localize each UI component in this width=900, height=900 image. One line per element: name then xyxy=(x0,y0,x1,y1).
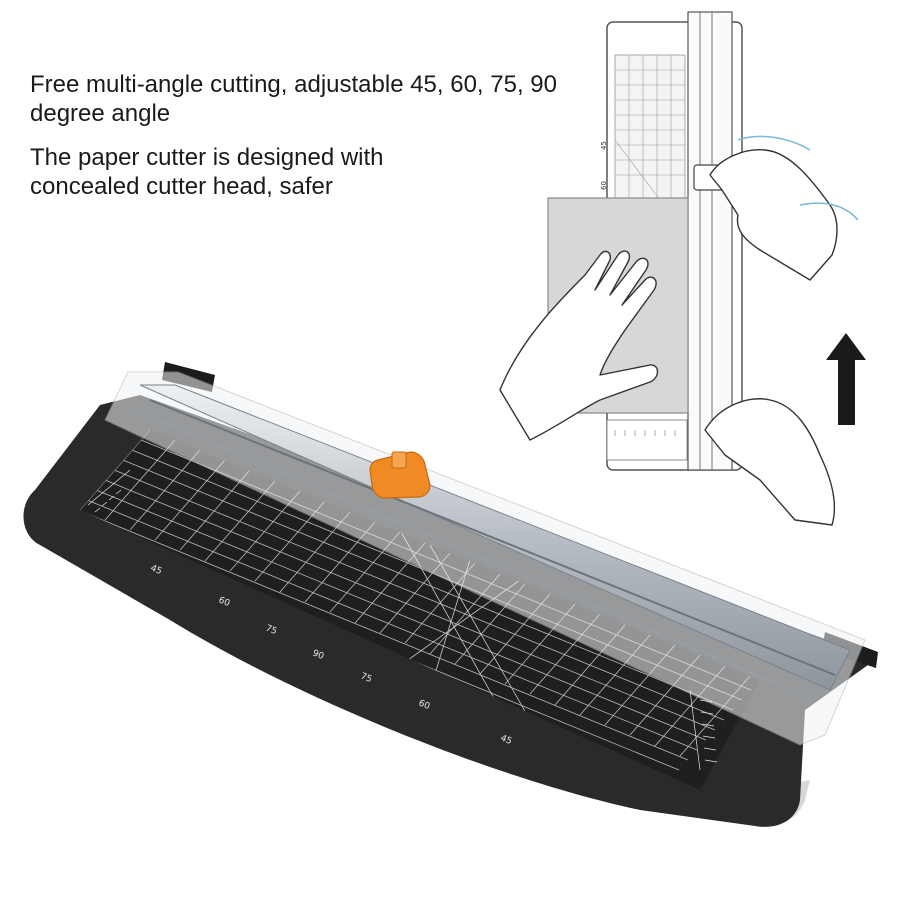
angle-label: 60 xyxy=(417,699,432,713)
inset-grid xyxy=(614,54,686,201)
angle-label: 75 xyxy=(359,672,373,686)
ruler-left xyxy=(87,469,131,513)
angle-label: 45 xyxy=(149,564,163,578)
inset-rail xyxy=(687,11,733,471)
angle-label: 60 xyxy=(217,596,232,610)
cutting-mat xyxy=(80,430,760,790)
usage-diagram: 45 60 xyxy=(499,11,866,526)
caption-angle: Free multi-angle cutting, adjustable 45,… xyxy=(30,71,557,127)
up-arrow-icon xyxy=(826,333,866,425)
hand-bottom-icon xyxy=(704,398,835,526)
caption-safety: The paper cutter is designed with concea… xyxy=(30,144,384,200)
angle-label: 90 xyxy=(311,649,326,663)
hand-left-icon xyxy=(499,250,659,441)
inset-angle-label: 60 xyxy=(600,181,608,190)
angle-label: 45 xyxy=(499,734,513,748)
angle-label: 75 xyxy=(264,624,278,638)
paper-cutter-icon: 45 60 75 90 75 60 45 xyxy=(23,362,878,827)
cutter-head-icon xyxy=(369,451,431,499)
transparent-rail xyxy=(104,371,866,746)
inset-angle-label: 45 xyxy=(600,141,608,150)
ruler-right xyxy=(689,689,718,771)
hand-right-icon xyxy=(709,135,859,281)
